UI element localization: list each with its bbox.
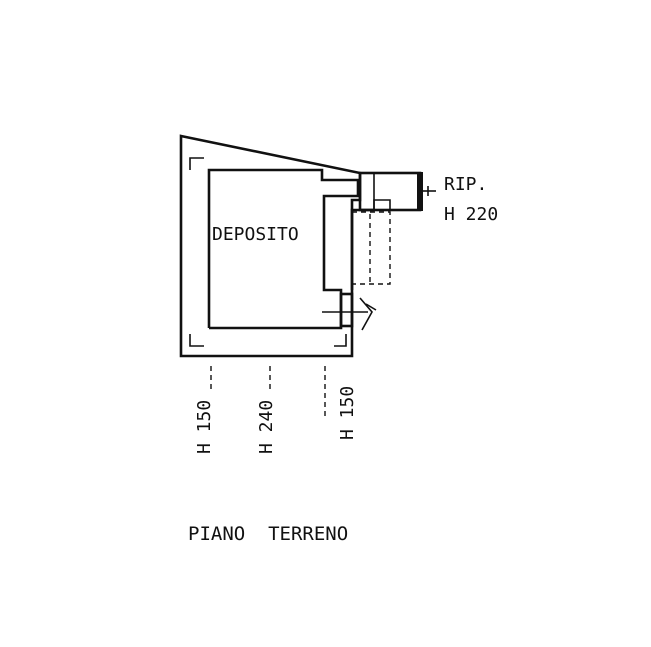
height-label-1: H 150 — [194, 400, 215, 454]
passage-wall — [350, 208, 374, 290]
height-label-3: H 150 — [337, 386, 358, 440]
height-label-2: H 240 — [256, 400, 277, 454]
inner-wall — [207, 168, 360, 330]
door-swing-mark — [359, 297, 373, 331]
corner-mark-bottom-left — [189, 334, 204, 347]
dashed-area — [352, 211, 391, 285]
room-label: DEPOSITO — [212, 224, 299, 245]
corner-mark-bottom-right — [334, 334, 347, 347]
annex-label-line1: RIP. — [444, 174, 487, 195]
door-arrow — [365, 303, 377, 311]
annex-label-line2: H 220 — [444, 204, 498, 225]
passage-wall-right — [373, 199, 391, 210]
door-jamb — [339, 292, 354, 328]
floor-title: PIANO TERRENO — [188, 523, 348, 545]
corner-mark-top-left — [189, 157, 204, 170]
